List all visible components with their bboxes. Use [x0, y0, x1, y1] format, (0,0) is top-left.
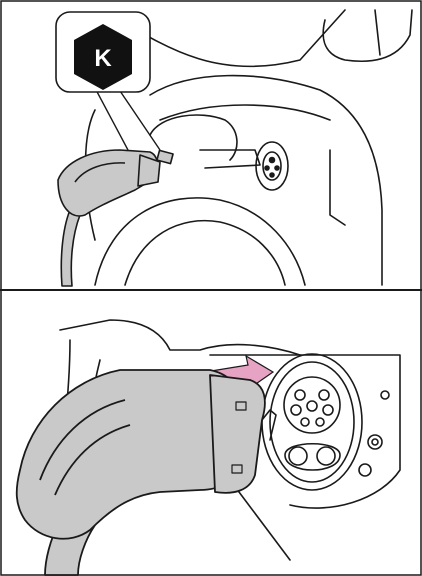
car-panel-line: [150, 76, 382, 285]
body-edge: [330, 150, 345, 225]
charging-port-outer: [256, 142, 288, 190]
wheel-arch: [95, 198, 305, 285]
mirror-edge: [375, 10, 380, 55]
car-roof-line: [120, 10, 345, 66]
side-mirror: [323, 10, 412, 61]
door-top-edge: [60, 320, 300, 355]
charging-port-rim: [270, 362, 354, 482]
plug-top: [58, 150, 173, 286]
plug-cable-top: [61, 210, 80, 286]
plug-icon: [17, 370, 265, 575]
tire-outline: [125, 221, 285, 285]
car-crease: [160, 105, 330, 120]
callout-leader: [95, 88, 160, 150]
ac-socket: [284, 377, 340, 433]
port-button-2: [359, 464, 371, 476]
callout-bubble: K: [56, 12, 150, 92]
plug-head-bottom: [210, 375, 265, 493]
body-crease-lower: [230, 480, 290, 560]
port-button-1: [368, 435, 382, 449]
port-indicator: [381, 391, 389, 399]
callout-label: K: [94, 45, 112, 72]
